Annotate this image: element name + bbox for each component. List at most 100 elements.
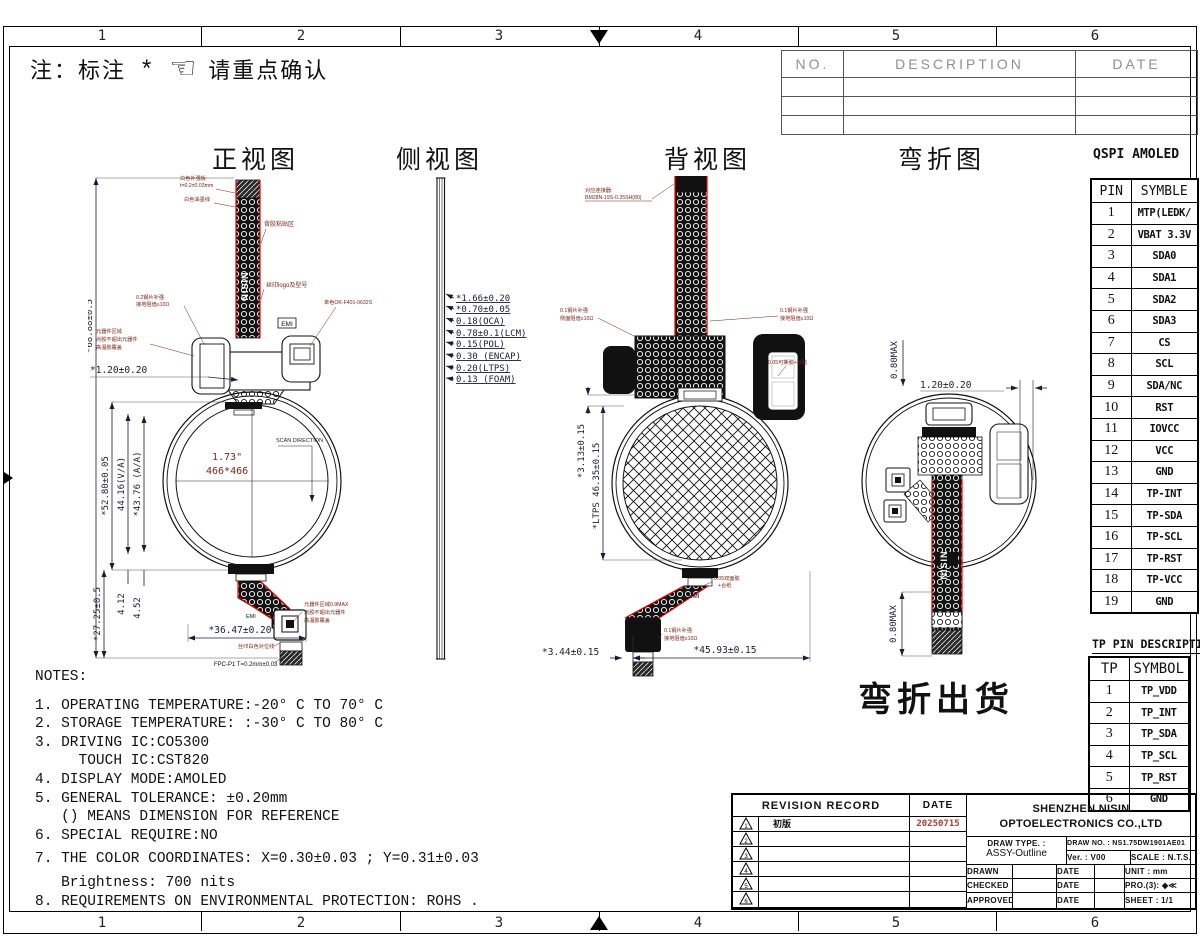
- pin-number: 16: [1090, 525, 1132, 549]
- dim-aa-height: *43.76 (A/A): [133, 451, 143, 516]
- scale: SCALE : N.T.S.: [1131, 851, 1195, 865]
- bend-view-drawing: NISIN 1.20±0.20 0.80MAX 0.80MAX: [861, 340, 1047, 657]
- label-tear-tape: 0.05可撕胶+标贴: [768, 358, 807, 366]
- version: Ver. : V00: [1067, 851, 1131, 865]
- label-steel-resistance: 接地阻值≤10Ω: [136, 300, 169, 308]
- drawn-date-value: [1095, 865, 1125, 879]
- back-tail-connector: EMI 0.05双面胶 +合纸 0.1钢片补强 接地阻值≤10Ω: [624, 574, 740, 677]
- dim-tail-width: *36.47±0.20: [209, 625, 272, 636]
- ruler-tick: [798, 27, 799, 46]
- pin-symbol: VCC: [1130, 439, 1199, 463]
- unit: UNIT : mm: [1125, 865, 1195, 879]
- pin-symbol: MTP(LEDK/: [1130, 202, 1199, 225]
- tp-number: 4: [1088, 744, 1130, 768]
- revision-desc: [759, 862, 910, 877]
- pin-number: 8: [1090, 353, 1132, 376]
- revision-date: [910, 832, 967, 847]
- pin-symbol: VBAT 3.3V: [1130, 223, 1199, 247]
- title-front-view: 正视图: [212, 146, 300, 174]
- company-line1: SHENZHEN NISIN: [1032, 803, 1130, 815]
- revision-header-table: NO. DESCRIPTION DATE: [781, 50, 1198, 135]
- label-adhesive-area: 背胶粘贴区: [264, 220, 294, 228]
- layer-total: *1.66±0.20: [456, 294, 510, 304]
- title-bend-view: 弯折图: [898, 146, 986, 174]
- pin-symbol: SDA2: [1130, 288, 1199, 311]
- pin-number: 12: [1090, 439, 1132, 463]
- label-emi-tail: EMI: [246, 614, 256, 620]
- label-no-overflow-b: 点胶不超出元器件: [304, 608, 346, 616]
- svg-text:4: 4: [744, 869, 748, 875]
- revision-triangle-icon: 2: [738, 832, 753, 845]
- empty-cell: [781, 77, 844, 97]
- revision-triangle-icon: 4: [738, 862, 753, 875]
- pin-symbol: CS: [1130, 331, 1199, 355]
- revision-desc: [759, 832, 910, 847]
- pin-symbol: TP-VCC: [1130, 569, 1199, 592]
- revision-desc: [759, 892, 910, 908]
- ruler-number-top: 4: [693, 28, 703, 44]
- dim-bend-thickness-top: 0.80MAX: [890, 340, 900, 379]
- pin-number: 18: [1090, 569, 1132, 592]
- symbol-header: SYMBLE: [1130, 178, 1199, 203]
- label-stiffener: 白色补强板: [180, 174, 207, 182]
- bend-fpc-silkscreen: NISIN: [939, 550, 949, 579]
- ruler-number-top: 3: [494, 28, 504, 44]
- note-line: 7. THE COLOR COORDINATES: X=0.30±0.03 ; …: [35, 851, 479, 868]
- svg-text:2: 2: [744, 839, 748, 845]
- label-glue-cover: 高温胶覆盖: [96, 343, 122, 351]
- label-component-area-b: 元器件区域0.9MAX: [304, 600, 349, 608]
- ruler-number-bottom: 2: [296, 915, 306, 931]
- pin-number: 4: [1090, 266, 1132, 290]
- dim-bend-gap: 1.20±0.20: [920, 380, 972, 391]
- svg-text:5: 5: [744, 884, 748, 890]
- note-line: () MEANS DIMENSION FOR REFERENCE: [35, 809, 340, 826]
- layer-foam: 0.13 (FOAM): [456, 375, 516, 385]
- ruler-tick: [201, 27, 202, 46]
- bend-internal-components: [883, 402, 1029, 523]
- note-line: 2. STORAGE TEMPERATURE: :-30° C TO 80° C: [35, 716, 384, 733]
- back-fpc-ribbon: [674, 176, 708, 337]
- pin-number: 6: [1090, 309, 1132, 333]
- layer-ltps: 0.20(LTPS): [456, 364, 510, 374]
- title-block: REVISION RECORD DATE 1 初版 20250715 2 3 4…: [731, 793, 1197, 910]
- pointing-hand-icon: ☜: [169, 52, 199, 85]
- approved-date-label: DATE: [1057, 893, 1095, 908]
- label-emi: EMI: [281, 321, 293, 328]
- center-mark-left-icon: [4, 472, 13, 484]
- label-steel-bottom-res: 接地阻值≤10Ω: [664, 634, 697, 642]
- approved-label: APPROVED: [967, 893, 1013, 908]
- label-steel-left-res: 侧面阻值≤10Ω: [560, 314, 593, 322]
- layer-oca: 0.18(OCA): [456, 317, 505, 327]
- note-asterisk: *: [142, 55, 154, 82]
- title-back-view: 背视图: [664, 146, 752, 174]
- pin-header: PIN: [1090, 178, 1132, 203]
- bend-dimensions: 1.20±0.20 0.80MAX 0.80MAX: [889, 340, 1047, 657]
- pin-number: 10: [1090, 396, 1132, 419]
- front-fpc-ribbon: NISIN: [235, 179, 261, 339]
- empty-cell: [1075, 115, 1198, 135]
- label-tape: 0.05双面胶: [714, 574, 740, 582]
- empty-cell: [1075, 77, 1198, 97]
- ruler-number-bottom: 3: [494, 915, 504, 931]
- revision-triangle-icon: 6: [738, 892, 753, 905]
- label-white-line: 白色油墨线: [184, 195, 210, 203]
- tp-number: 3: [1088, 723, 1130, 746]
- note-line: 1. OPERATING TEMPERATURE:-20° C TO 70° C: [35, 697, 384, 714]
- draw-no: DRAW NO. : NS1.75DW1901AE01: [1067, 837, 1195, 851]
- checked-label: CHECKED: [967, 879, 1013, 893]
- pin-symbol: SDA3: [1130, 309, 1199, 333]
- front-module-assembly: [191, 335, 321, 416]
- display-size: 1.73": [212, 452, 242, 463]
- ruler-number-bottom: 1: [97, 915, 107, 931]
- label-connector-model: BM28N-19S-0.35SH(80): [585, 195, 642, 201]
- empty-cell: [1075, 96, 1198, 116]
- svg-text:1: 1: [744, 824, 748, 830]
- company-line2: OPTOELECTRONICS CO.,LTD: [999, 818, 1163, 830]
- dim-ltps: *LTPS 46.35±0.15: [592, 443, 602, 530]
- note-line: 5. GENERAL TOLERANCE: ±0.20mm: [35, 790, 288, 807]
- label-steel-right: 0.1钢片补强: [780, 306, 808, 314]
- tp-symbol: TP_SCL: [1128, 744, 1190, 768]
- ruler-number-top: 2: [296, 28, 306, 44]
